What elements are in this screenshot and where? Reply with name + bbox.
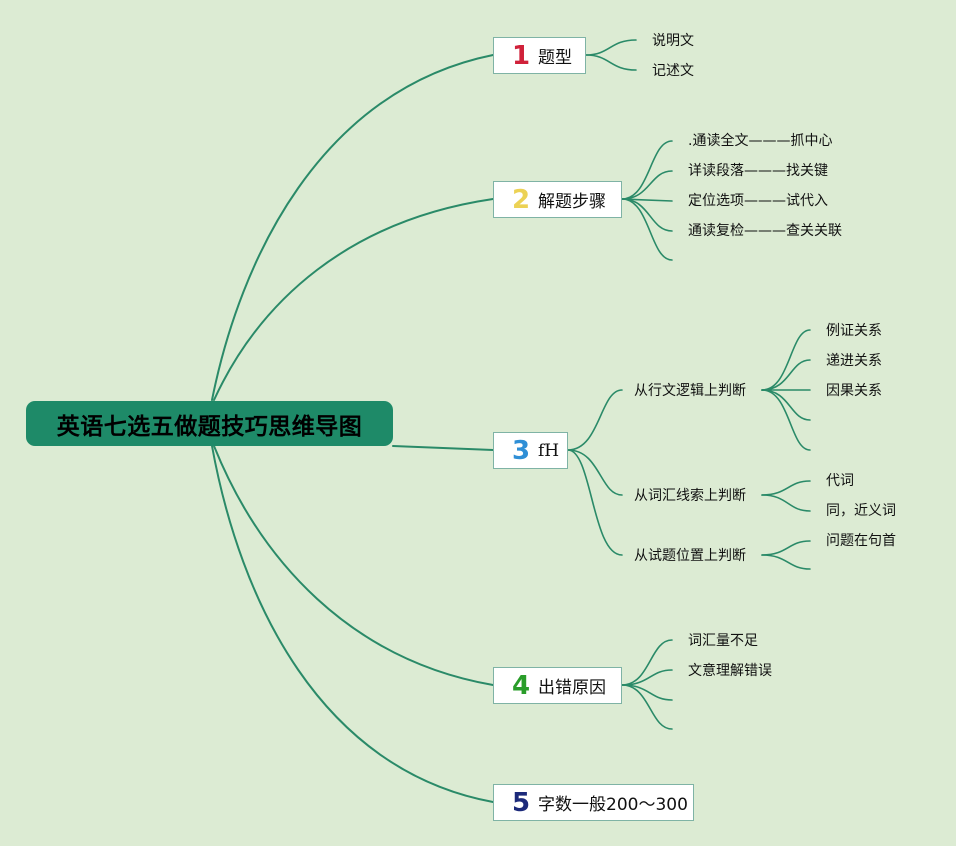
leaf-node[interactable]: 问题在句首	[826, 533, 896, 549]
branch-label: 题型	[538, 48, 572, 68]
connector-b1-leaf2	[585, 54, 637, 71]
connector-b2-leaf2	[621, 170, 673, 200]
connector-root-b5	[211, 445, 494, 803]
leaf-node[interactable]: 说明文	[652, 33, 694, 49]
connector-root-b2	[213, 198, 494, 401]
sub-branch-node[interactable]: 从词汇线索上判断	[634, 488, 746, 504]
leaf-node[interactable]: .通读全文———抓中心	[688, 133, 833, 149]
connector-b4-leaf3	[621, 684, 673, 701]
leaf-node[interactable]: 文意理解错误	[688, 663, 772, 679]
connector-s2-leaf2	[761, 494, 811, 512]
number-badge-3: 3	[512, 435, 531, 466]
connector-root-b1	[211, 54, 494, 401]
leaf-node[interactable]: 因果关系	[826, 383, 882, 399]
leaf-node[interactable]: 代词	[826, 473, 854, 489]
connector-b4-leaf1	[621, 639, 673, 686]
connector-b2-leaf1	[621, 140, 673, 200]
leaf-node[interactable]: 递进关系	[826, 353, 882, 369]
root-node[interactable]: 英语七选五做题技巧思维导图	[26, 401, 393, 446]
connector-s3-leaf1	[761, 540, 811, 556]
root-title: 英语七选五做题技巧思维导图	[56, 413, 363, 440]
leaf-node[interactable]: 同，近义词	[826, 503, 896, 519]
leaf-node[interactable]: 例证关系	[826, 323, 882, 339]
sub-branch-node[interactable]: 从试题位置上判断	[634, 548, 746, 564]
connector-b3-sub3	[567, 449, 623, 556]
number-badge-4: 4	[512, 670, 531, 701]
connector-b4-leaf2	[621, 669, 673, 686]
connector-s1-leaf4	[761, 389, 811, 421]
connector-b4-leaf4	[621, 684, 673, 730]
leaf-node[interactable]: 记述文	[652, 63, 694, 79]
connector-b2-leaf5	[621, 198, 673, 261]
connector-b3-sub1	[567, 389, 623, 451]
leaf-node[interactable]: 详读段落———找关键	[688, 163, 828, 179]
connector-s1-leaf2	[761, 359, 811, 391]
number-badge-2: 2	[512, 184, 531, 215]
connector-s2-leaf1	[761, 480, 811, 496]
connector-root-b4	[213, 445, 494, 686]
number-badge-5: 5	[512, 787, 531, 818]
branch-node-type[interactable]: 1 题型	[493, 37, 586, 74]
sub-branch-node[interactable]: 从行文逻辑上判断	[634, 383, 746, 399]
connector-b3-sub2	[567, 449, 623, 496]
number-badge-1: 1	[512, 40, 531, 71]
branch-label: fH	[538, 440, 560, 461]
connector-s3-leaf2	[761, 554, 811, 570]
branch-node-error-causes[interactable]: 4 出错原因	[493, 667, 622, 704]
leaf-node[interactable]: 词汇量不足	[688, 633, 758, 649]
branch-node-steps[interactable]: 2 解题步骤	[493, 181, 622, 218]
branch-node-word-count[interactable]: 5 字数一般200～300	[493, 784, 694, 821]
connector-s1-leaf5	[761, 389, 811, 451]
branch-label: 字数一般200～300	[538, 795, 688, 815]
connector-s1-leaf1	[761, 329, 811, 391]
branch-label: 解题步骤	[538, 192, 606, 212]
connector-root-b3	[392, 445, 494, 451]
leaf-node[interactable]: 定位选项———试代入	[688, 193, 828, 209]
branch-label: 出错原因	[538, 678, 606, 698]
leaf-node[interactable]: 通读复检———查关关联	[688, 223, 842, 239]
connector-b1-leaf1	[585, 39, 637, 56]
branch-node-fh[interactable]: 3 fH	[493, 432, 568, 469]
